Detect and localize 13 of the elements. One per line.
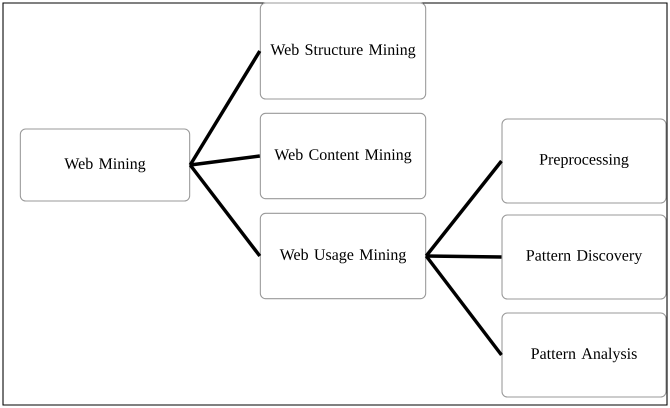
process-box: Pattern Analysis <box>501 312 667 398</box>
process-box: Web Usage Mining <box>260 212 426 300</box>
connector-line <box>190 154 260 167</box>
process-box: Preprocessing <box>501 118 667 204</box>
process-box: Web Structure Mining <box>260 2 426 100</box>
process-box: Web Content Mining <box>260 112 426 200</box>
connector-line <box>424 254 503 356</box>
connector-line <box>188 164 262 258</box>
process-box: Web Mining <box>20 128 190 202</box>
connector-line <box>188 50 262 166</box>
connector-line <box>424 160 503 258</box>
connector-line <box>426 254 502 259</box>
process-box: Pattern Discovery <box>501 214 667 300</box>
